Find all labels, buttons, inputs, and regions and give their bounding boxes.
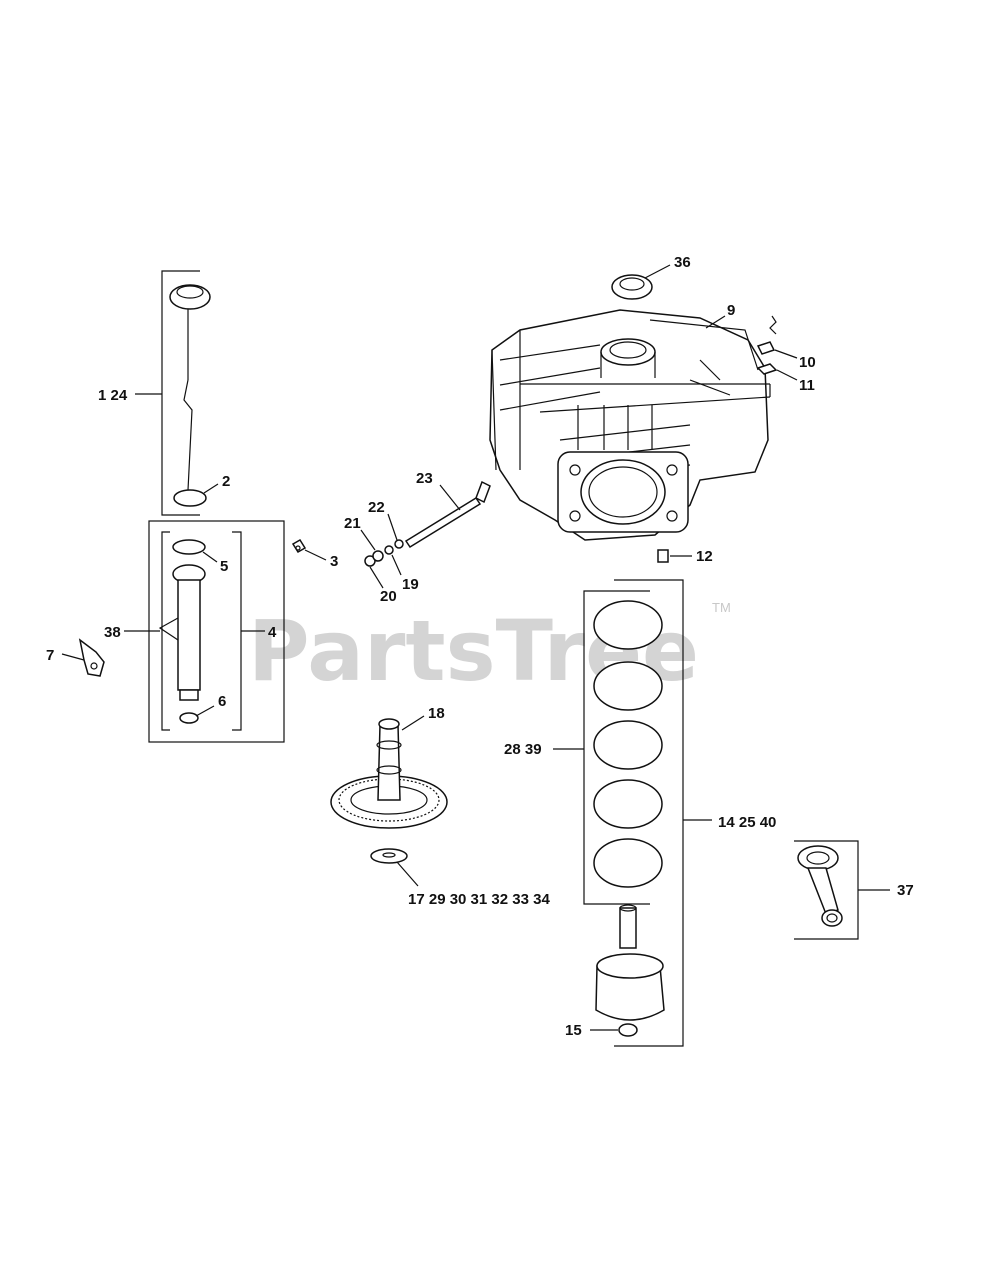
label-10[interactable]: 10	[799, 354, 816, 371]
main-bearing-boss	[600, 338, 656, 366]
label-11[interactable]: 11	[799, 377, 815, 394]
ring-4	[593, 779, 663, 829]
part-22	[394, 539, 404, 549]
ring-set-bracket	[583, 590, 650, 905]
dipstick-group[interactable]	[161, 270, 211, 516]
camshaft-assembly[interactable]	[330, 718, 448, 864]
part-20	[364, 555, 376, 567]
connecting-rod-big-end	[797, 845, 839, 871]
label-15[interactable]: 15	[565, 1022, 582, 1039]
label-22[interactable]: 22	[368, 499, 385, 516]
crankcase-assembly[interactable]	[489, 274, 778, 563]
ring-3	[593, 720, 663, 770]
ring-5	[593, 838, 663, 888]
governor-shaft-23	[404, 496, 482, 549]
part-10	[756, 341, 776, 355]
dipstick-bracket	[161, 270, 200, 516]
label-4[interactable]: 4	[268, 624, 277, 641]
screw-3[interactable]	[291, 538, 307, 554]
label-38[interactable]: 38	[104, 624, 121, 641]
ring-1	[593, 600, 663, 650]
label-36[interactable]: 36	[674, 254, 691, 271]
tube-o-ring-bottom	[179, 712, 199, 724]
connecting-rod-small-end	[821, 909, 843, 927]
piston-pin-clip	[618, 1023, 638, 1037]
label-17-29-34[interactable]: 17 29 30 31 32 33 34	[408, 891, 550, 908]
piston-pin	[619, 907, 637, 949]
label-14-25-40[interactable]: 14 25 40	[718, 814, 776, 831]
label-23[interactable]: 23	[416, 470, 433, 487]
part-19	[384, 545, 394, 555]
label-7[interactable]: 7	[46, 647, 54, 664]
part-11	[756, 363, 778, 375]
cylinder-bore	[580, 459, 666, 525]
watermark-trademark: TM	[712, 600, 731, 615]
ring-2	[593, 661, 663, 711]
dipstick-o-ring	[173, 489, 207, 507]
piston-ring-group[interactable]	[583, 579, 684, 1047]
label-9[interactable]: 9	[727, 302, 735, 319]
part-21	[372, 550, 384, 562]
connecting-rod-group[interactable]	[794, 840, 859, 940]
piston-group-bracket	[614, 579, 684, 1047]
connecting-rod-beam	[806, 867, 839, 915]
cam-shim	[370, 848, 408, 864]
camshaft	[377, 724, 401, 801]
label-18[interactable]: 18	[428, 705, 445, 722]
label-1-24[interactable]: 1 24	[98, 387, 128, 404]
tube-o-ring-top	[172, 539, 206, 555]
label-28-39[interactable]: 28 39	[504, 741, 542, 758]
dipstick-cap	[169, 284, 211, 310]
label-5[interactable]: 5	[220, 558, 228, 575]
label-37[interactable]: 37	[897, 882, 914, 899]
label-12[interactable]: 12	[696, 548, 713, 565]
label-2[interactable]: 2	[222, 473, 230, 490]
label-19[interactable]: 19	[402, 576, 419, 593]
governor-shaft-group[interactable]	[364, 480, 491, 567]
label-6[interactable]: 6	[218, 693, 226, 710]
bracket-7[interactable]	[78, 638, 105, 677]
piston	[595, 965, 665, 1021]
dowel-12	[657, 549, 669, 563]
label-20[interactable]: 20	[380, 588, 397, 605]
label-3[interactable]: 3	[330, 553, 338, 570]
oil-fill-tube	[177, 579, 201, 691]
label-21[interactable]: 21	[344, 515, 361, 532]
